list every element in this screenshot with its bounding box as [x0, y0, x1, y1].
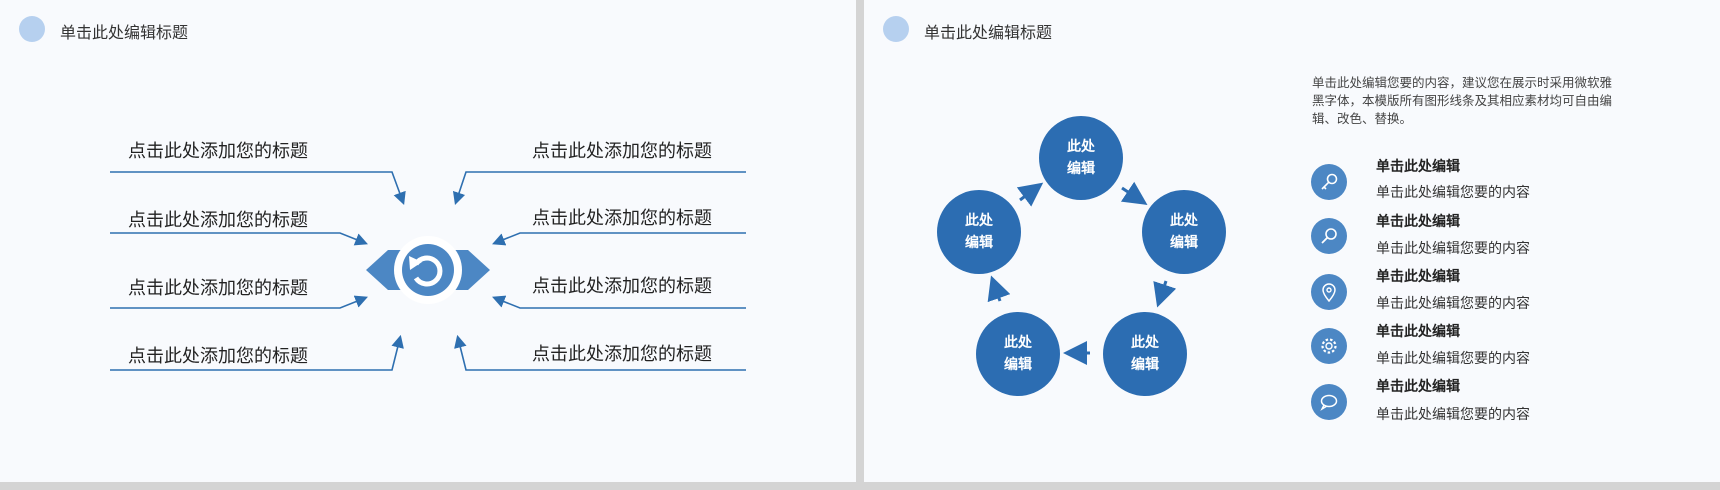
header-dot [19, 16, 45, 42]
cycle-node-text: 编辑 [1067, 161, 1095, 177]
slide-title[interactable]: 单击此处编辑标题 [924, 23, 1053, 42]
item-title[interactable]: 单击此处编辑 [1376, 159, 1460, 175]
description-text[interactable]: 单击此处编辑您要的内容，建议您在展示时采用微软雅黑字体，本模版所有图形线条及其相… [1312, 75, 1613, 126]
connector-line-l1 [110, 171, 406, 206]
magnifier-icon [1311, 218, 1347, 254]
cycle-arrow-1 [1120, 181, 1148, 205]
gear-icon [1311, 328, 1347, 364]
item-title[interactable]: 单击此处编辑 [1376, 324, 1460, 340]
connector-line-l2 [110, 232, 368, 246]
cycle-node-1[interactable]: 此处 编辑 [1039, 116, 1123, 200]
key-icon [1311, 164, 1347, 200]
connector-line-r2 [492, 232, 746, 246]
connector-line-r4 [454, 334, 746, 371]
cycle-node-text: 编辑 [1170, 235, 1198, 251]
title-placeholder-l2[interactable]: 点击此处添加您的标题 [128, 210, 308, 231]
item-text[interactable]: 单击此处编辑您要的内容 [1376, 351, 1530, 367]
title-placeholder-l3[interactable]: 点击此处添加您的标题 [128, 278, 308, 299]
connector-line-l3 [110, 295, 368, 309]
title-placeholder-r4[interactable]: 点击此处添加您的标题 [532, 344, 712, 365]
item-title[interactable]: 单击此处编辑 [1376, 379, 1460, 395]
connector-lines [110, 171, 746, 371]
connector-line-l4 [110, 334, 404, 371]
header-dot [883, 16, 909, 42]
slide-title[interactable]: 单击此处编辑标题 [60, 23, 189, 42]
cycle-node-text: 此处 [965, 213, 993, 229]
cycle-node-text: 编辑 [1004, 357, 1032, 373]
item-text[interactable]: 单击此处编辑您要的内容 [1376, 407, 1530, 423]
item-title[interactable]: 单击此处编辑 [1376, 269, 1460, 285]
cycle-node-text: 此处 [1067, 139, 1095, 155]
slide-left: 单击此处编辑标题 点击此处 [0, 0, 856, 482]
title-placeholder-r1[interactable]: 点击此处添加您的标题 [532, 141, 712, 162]
cycle-arrows [987, 181, 1177, 365]
cycle-node-5[interactable]: 此处 编辑 [937, 190, 1021, 274]
cycle-arrow-5 [1016, 182, 1044, 207]
cycle-arrow-4 [987, 275, 1011, 303]
item-text[interactable]: 单击此处编辑您要的内容 [1376, 241, 1530, 257]
location-pin-icon [1311, 274, 1347, 310]
cycle-node-4[interactable]: 此处 编辑 [976, 312, 1060, 396]
slide-right: 单击此处编辑标题 此处 编辑 此处 编辑 此处 编辑 此处 编辑 此处 编辑 单… [864, 0, 1720, 482]
speech-bubble-icon [1311, 384, 1347, 420]
cycle-node-text: 编辑 [1131, 357, 1159, 373]
item-title[interactable]: 单击此处编辑 [1376, 214, 1460, 230]
connector-line-r1 [452, 171, 746, 206]
title-placeholder-r3[interactable]: 点击此处添加您的标题 [532, 276, 712, 297]
title-placeholder-l1[interactable]: 点击此处添加您的标题 [128, 141, 308, 162]
cycle-node-text: 此处 [1004, 335, 1032, 351]
title-placeholder-l4[interactable]: 点击此处添加您的标题 [128, 346, 308, 367]
cycle-node-text: 编辑 [965, 235, 993, 251]
cycle-node-3[interactable]: 此处 编辑 [1103, 312, 1187, 396]
item-text[interactable]: 单击此处编辑您要的内容 [1376, 296, 1530, 312]
title-placeholder-r2[interactable]: 点击此处添加您的标题 [532, 208, 712, 229]
cycle-node-text: 此处 [1131, 335, 1159, 351]
cycle-node-text: 此处 [1170, 213, 1198, 229]
cycle-node-2[interactable]: 此处 编辑 [1142, 190, 1226, 274]
refresh-cycle-icon [366, 236, 490, 304]
cycle-arrow-2 [1153, 280, 1177, 308]
item-text[interactable]: 单击此处编辑您要的内容 [1376, 185, 1530, 201]
connector-line-r3 [492, 295, 746, 309]
